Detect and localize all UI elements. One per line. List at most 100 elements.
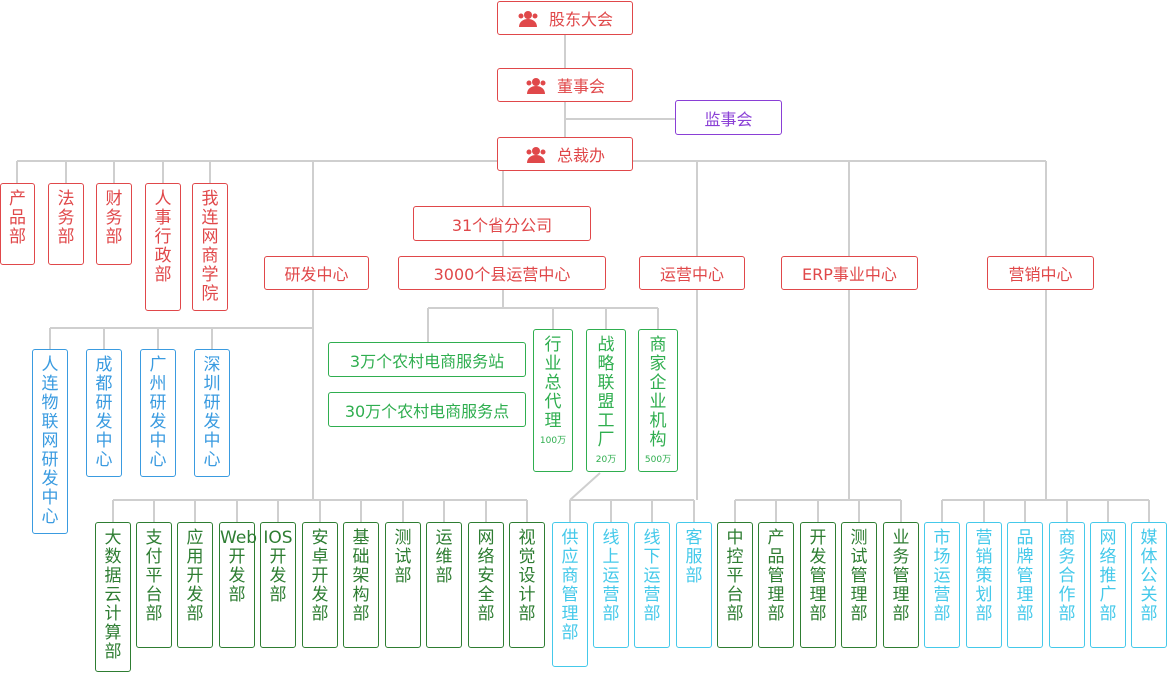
ops-center-label: 运营中心 xyxy=(659,265,724,284)
rd-bigdata-node[interactable]: 大数据云计算部 xyxy=(95,522,131,672)
rd-android-node[interactable]: 安卓开发部 xyxy=(302,522,338,648)
dept-finance[interactable]: 财务部 xyxy=(96,183,132,265)
dept-legal[interactable]: 法务部 xyxy=(48,183,84,265)
rd-payment-node[interactable]: 支付平台部 xyxy=(136,522,172,648)
mkt-brand-node[interactable]: 品牌管理部 xyxy=(1007,522,1043,648)
mkt-market-node[interactable]: 市场运营部 xyxy=(924,522,960,648)
county-ops-node[interactable]: 3000个县运营中心 xyxy=(398,256,606,290)
ops-center-node[interactable]: 运营中心 xyxy=(639,256,745,290)
marketing-center-node[interactable]: 营销中心 xyxy=(987,256,1094,290)
mkt-planning-label: 营销策划部 xyxy=(975,528,993,624)
rural-point-node[interactable]: 30万个农村电商服务点 xyxy=(328,392,526,427)
erp-dev-label: 开发管理部 xyxy=(809,528,827,624)
rd-infra-label: 基础架构部 xyxy=(352,528,370,624)
rd-test-node[interactable]: 测试部 xyxy=(385,522,421,648)
mkt-market-label: 市场运营部 xyxy=(933,528,951,624)
board-icon xyxy=(525,76,547,94)
erp-product-node[interactable]: 产品管理部 xyxy=(758,522,794,648)
supervisors-node[interactable]: 监事会 xyxy=(675,100,782,135)
rd-guangzhou-node[interactable]: 广州研发中心 xyxy=(140,349,176,477)
ceo-office-label: 总裁办 xyxy=(556,146,605,165)
rd-design-label: 视觉设计部 xyxy=(518,528,536,624)
ops-online-label: 线上运营部 xyxy=(602,528,620,624)
ops-service-node[interactable]: 客服部 xyxy=(676,522,712,648)
ops-service-label: 客服部 xyxy=(685,528,703,586)
rd-infra-node[interactable]: 基础架构部 xyxy=(343,522,379,648)
rd-app-label: 应用开发部 xyxy=(186,528,204,624)
erp-control-node[interactable]: 中控平台部 xyxy=(717,522,753,648)
rd-security-label: 网络安全部 xyxy=(477,528,495,624)
erp-test-node[interactable]: 测试管理部 xyxy=(841,522,877,648)
supervisors-label: 监事会 xyxy=(704,109,753,129)
rd-guangzhou-label: 广州研发中心 xyxy=(149,355,167,470)
mkt-online-label: 网络推广部 xyxy=(1099,528,1117,624)
erp-test-label: 测试管理部 xyxy=(850,528,868,624)
mkt-brand-label: 品牌管理部 xyxy=(1016,528,1034,624)
strategic-factory-label: 战略联盟工厂 xyxy=(597,335,615,450)
ceo-office-node[interactable]: 总裁办 xyxy=(497,137,633,171)
strategic-factory-node[interactable]: 战略联盟工厂 20万 xyxy=(586,329,626,472)
erp-business-label: 业务管理部 xyxy=(892,528,910,624)
erp-product-label: 产品管理部 xyxy=(767,528,785,624)
dept-finance-label: 财务部 xyxy=(105,189,123,247)
rural-point-label: 30万个农村电商服务点 xyxy=(344,401,510,421)
mkt-online-node[interactable]: 网络推广部 xyxy=(1090,522,1126,648)
ops-offline-node[interactable]: 线下运营部 xyxy=(634,522,670,648)
merchant-org-node[interactable]: 商家企业机构 500万 xyxy=(638,329,678,472)
ops-online-node[interactable]: 线上运营部 xyxy=(593,522,629,648)
dept-legal-label: 法务部 xyxy=(57,189,75,247)
industry-agent-count: 100万 xyxy=(539,436,567,446)
board-node[interactable]: 董事会 xyxy=(497,68,633,102)
dept-academy-label: 我连网商学院 xyxy=(201,189,219,304)
rd-devops-node[interactable]: 运维部 xyxy=(426,522,462,648)
dept-hr-admin[interactable]: 人事行政部 xyxy=(145,183,181,311)
rd-devops-label: 运维部 xyxy=(435,528,453,586)
erp-center-node[interactable]: ERP事业中心 xyxy=(781,256,918,290)
provincial-label: 31个省分公司 xyxy=(451,215,553,235)
marketing-center-label: 营销中心 xyxy=(1008,265,1073,284)
rd-iot-label: 人连物联网研发中心 xyxy=(41,355,59,527)
rd-security-node[interactable]: 网络安全部 xyxy=(468,522,504,648)
merchant-org-label: 商家企业机构 xyxy=(649,335,667,450)
erp-dev-node[interactable]: 开发管理部 xyxy=(800,522,836,648)
provincial-node[interactable]: 31个省分公司 xyxy=(413,206,591,241)
mkt-media-label: 媒体公关部 xyxy=(1140,528,1158,624)
rd-center-label: 研发中心 xyxy=(284,265,349,284)
rd-android-label: 安卓开发部 xyxy=(311,528,329,624)
erp-business-node[interactable]: 业务管理部 xyxy=(883,522,919,648)
rd-iot-node[interactable]: 人连物联网研发中心 xyxy=(32,349,68,534)
shareholders-label: 股东大会 xyxy=(548,10,613,29)
ops-supplier-node[interactable]: 供应商管理部 xyxy=(552,522,588,667)
ops-offline-label: 线下运营部 xyxy=(643,528,661,624)
rd-design-node[interactable]: 视觉设计部 xyxy=(509,522,545,648)
mkt-business-label: 商务合作部 xyxy=(1058,528,1076,624)
shareholders-node[interactable]: 股东大会 xyxy=(497,1,633,35)
rd-chengdu-label: 成都研发中心 xyxy=(95,355,113,470)
mkt-planning-node[interactable]: 营销策划部 xyxy=(966,522,1002,648)
dept-hr-admin-label: 人事行政部 xyxy=(154,189,172,285)
county-ops-label: 3000个县运营中心 xyxy=(433,265,571,284)
rd-chengdu-node[interactable]: 成都研发中心 xyxy=(86,349,122,477)
rd-payment-label: 支付平台部 xyxy=(145,528,163,624)
mkt-business-node[interactable]: 商务合作部 xyxy=(1049,522,1085,648)
erp-center-label: ERP事业中心 xyxy=(802,265,897,284)
rd-app-node[interactable]: 应用开发部 xyxy=(177,522,213,648)
erp-control-label: 中控平台部 xyxy=(726,528,744,624)
mkt-media-node[interactable]: 媒体公关部 xyxy=(1131,522,1167,648)
dept-product[interactable]: 产品部 xyxy=(0,183,35,265)
rural-station-node[interactable]: 3万个农村电商服务站 xyxy=(328,342,526,377)
rd-shenzhen-node[interactable]: 深圳研发中心 xyxy=(194,349,230,477)
rd-test-label: 测试部 xyxy=(394,528,412,586)
industry-agent-node[interactable]: 行业总代理 100万 xyxy=(533,329,573,472)
ceo-office-icon xyxy=(525,145,547,163)
rd-center-node[interactable]: 研发中心 xyxy=(264,256,369,290)
dept-academy[interactable]: 我连网商学院 xyxy=(192,183,228,311)
dept-product-label: 产品部 xyxy=(9,189,26,247)
ops-supplier-label: 供应商管理部 xyxy=(561,528,579,643)
rural-station-label: 3万个农村电商服务站 xyxy=(349,351,505,371)
